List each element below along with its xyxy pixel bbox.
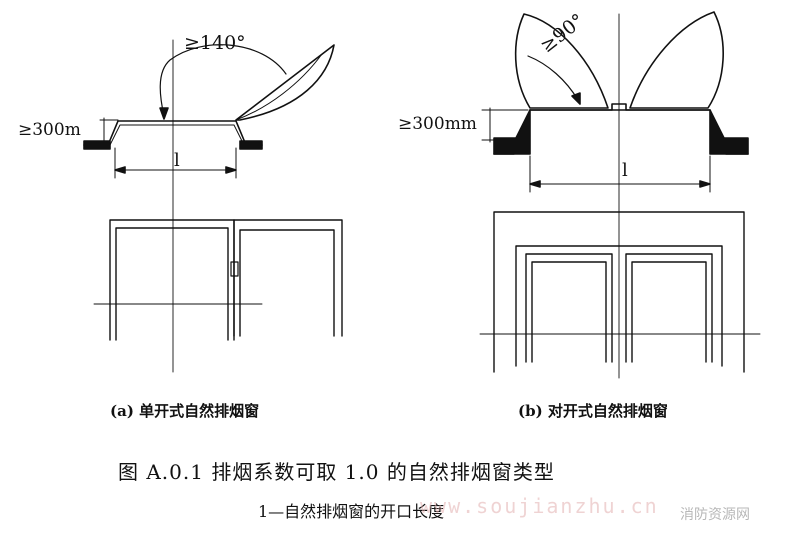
a-subtitle: (a) 单开式自然排烟窗 xyxy=(110,402,260,420)
b-angle-arrowhead xyxy=(571,92,581,105)
b-len-arrow-left xyxy=(529,180,541,188)
figure-a xyxy=(83,39,343,373)
watermark-text: www.soujianzhu.cn xyxy=(420,494,659,518)
a-curb-left-flange xyxy=(83,140,111,150)
b-plan-right-inner xyxy=(631,261,707,363)
a-len-arrow-left xyxy=(114,166,126,174)
a-curb-right-flange xyxy=(239,140,263,150)
b-length-label: l xyxy=(622,160,628,181)
a-height-label: ≥300m xyxy=(18,120,81,140)
a-plan-hinge xyxy=(230,261,239,277)
a-plan-sash-frame xyxy=(233,219,343,337)
b-subtitle: (b) 对开式自然排烟窗 xyxy=(518,402,668,420)
b-curb-left-solid xyxy=(493,109,531,155)
figure-b xyxy=(479,11,761,379)
b-plan-left-inner xyxy=(531,261,607,363)
a-open-sash xyxy=(235,44,335,121)
a-angle-arc xyxy=(159,44,287,117)
b-len-arrow-right xyxy=(699,180,711,188)
b-plan-view xyxy=(479,211,761,373)
b-curb-right-solid xyxy=(709,109,749,155)
a-sash-leaf xyxy=(235,53,323,121)
a-angle-label: ≥140° xyxy=(184,32,246,54)
b-plan-outer xyxy=(493,211,745,373)
a-plan-outer xyxy=(109,219,235,341)
b-plan-frame xyxy=(515,245,723,367)
a-plan-inner xyxy=(115,227,229,341)
figure-caption: 图 A.0.1 排烟系数可取 1.0 的自然排烟窗类型 xyxy=(118,460,555,484)
watermark-site: 消防资源网 xyxy=(680,507,750,523)
b-right-sash xyxy=(629,11,724,109)
b-angle-arc xyxy=(527,55,579,101)
a-length-label: l xyxy=(174,150,180,171)
a-plan-sash-inner xyxy=(239,229,335,337)
a-len-arrow-right xyxy=(225,166,237,174)
b-plan-left-sash xyxy=(525,253,613,363)
a-curb-inner xyxy=(109,124,245,146)
figure-legend: 1—自然排烟窗的开口长度 xyxy=(258,502,445,521)
b-height-label: ≥300mm xyxy=(398,114,477,134)
b-left-sash xyxy=(514,13,609,109)
a-angle-arrowhead xyxy=(159,107,169,120)
a-plan-view xyxy=(93,219,343,341)
b-plan-right-sash xyxy=(625,253,713,363)
